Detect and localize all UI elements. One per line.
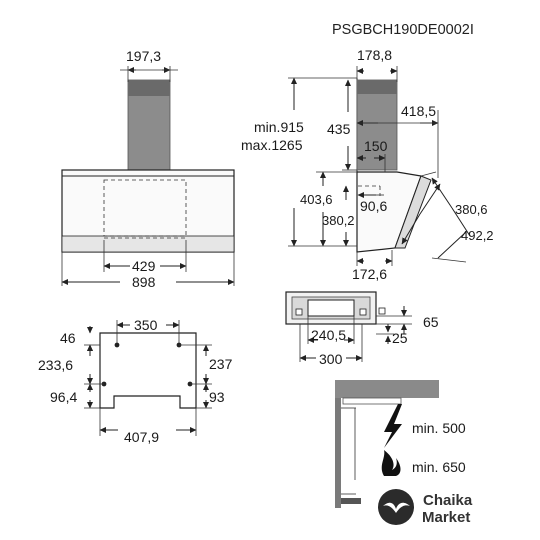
- clearance-diagram: min. 500 min. 650: [335, 380, 466, 508]
- total-width-label: 898: [132, 274, 156, 290]
- bottom-depth-label: 172,6: [352, 266, 387, 282]
- chimney-width-label: 197,3: [126, 48, 161, 64]
- electric-min-label: min. 500: [412, 420, 466, 436]
- bottom-width-label: 407,9: [124, 429, 159, 445]
- clearance-cooktop: [341, 498, 361, 504]
- right-bottom-label: 93: [209, 389, 225, 405]
- panel-length-1-label: 380,6: [455, 202, 488, 217]
- lightning-icon: [384, 404, 402, 448]
- front-view: 197,3 429 898: [61, 48, 235, 290]
- height-min-label: min.915: [254, 119, 304, 135]
- chimney-depth-label: 178,8: [357, 47, 392, 63]
- projection-label: 418,5: [401, 103, 436, 119]
- lower-height-2-label: 380,2: [322, 213, 355, 228]
- logo-line2: Market: [422, 509, 470, 526]
- right-height-label: 237: [209, 356, 233, 372]
- top-view: 65 25 240,5 300: [285, 291, 439, 367]
- lower-height-1-label: 403,6: [300, 192, 333, 207]
- left-bottom-label: 96,4: [50, 389, 77, 405]
- side-offset-label: 25: [392, 330, 408, 346]
- right-offset-label: 65: [423, 314, 439, 330]
- gas-min-label: min. 650: [412, 459, 466, 475]
- upper-height-label: 435: [327, 121, 351, 137]
- logo-circle: [378, 489, 414, 525]
- top-view-chimney: [307, 299, 355, 317]
- seagull-icon: [383, 502, 410, 513]
- flame-icon: [381, 450, 401, 476]
- side-view: 178,8 min.915 max.1265 435 418,5 150 403…: [241, 47, 494, 282]
- panel-length-2-label: 492,2: [461, 228, 494, 243]
- mounting-plan: 350 46 233,6 237 96,4 93 407,9: [38, 317, 233, 445]
- model-code: PSGBCH190DE0002I: [332, 22, 474, 38]
- top-offset-label: 46: [60, 330, 76, 346]
- inner-width-label: 429: [132, 258, 156, 274]
- mounting-outline: [99, 332, 197, 409]
- top-outer-width-label: 300: [319, 351, 343, 367]
- store-logo: Chaika Market: [378, 489, 473, 526]
- hole-spacing-label: 350: [134, 317, 158, 333]
- top-inner-width-label: 240,5: [311, 327, 346, 343]
- offset-label: 150: [364, 138, 388, 154]
- logo-line1: Chaika: [423, 492, 473, 509]
- clearance-hood: [335, 380, 439, 398]
- inner-offset-label: 90,6: [360, 198, 387, 214]
- height-max-label: max.1265: [241, 137, 303, 153]
- left-height-label: 233,6: [38, 357, 73, 373]
- mounting-hole: [114, 342, 120, 348]
